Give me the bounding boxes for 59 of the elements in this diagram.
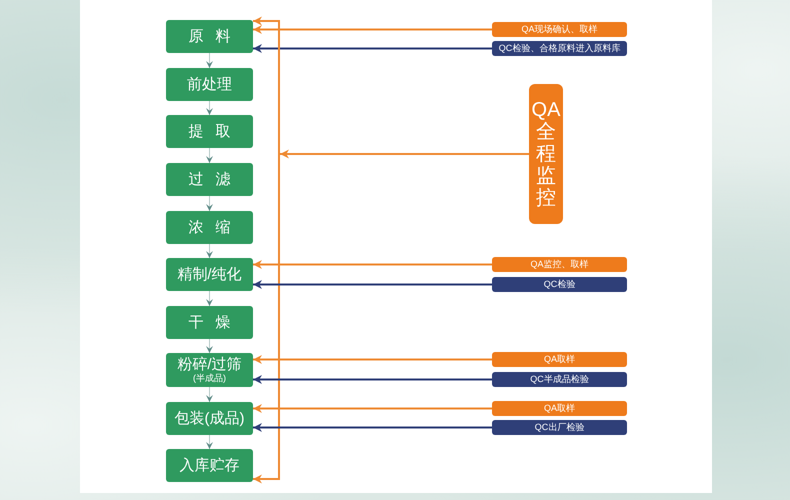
qa-note-box (492, 22, 627, 37)
chevron-arrow (206, 196, 213, 212)
sub-label: (半成品) (193, 374, 226, 384)
note-text: QC检验、合格原料进入原料库 (498, 44, 620, 54)
arrow (253, 404, 492, 413)
qc-note-box (492, 372, 627, 387)
chevron-arrow (206, 100, 213, 116)
step-label: 浓 缩 (188, 218, 230, 236)
step-label: 干 燥 (188, 314, 230, 332)
note-text: QC出厂检验 (534, 422, 584, 432)
step-label: 精制/纯化 (177, 266, 242, 284)
process-box (166, 20, 253, 53)
qc-note-box (492, 277, 627, 292)
arrow (253, 44, 492, 53)
step-label: 过 滤 (188, 170, 230, 188)
qa-note-box (492, 257, 627, 272)
step-label: 前处理 (187, 76, 232, 94)
arrow (253, 260, 492, 269)
vertical-label: QA全程监控 (530, 99, 562, 209)
chevron-arrow (206, 52, 213, 68)
chevron-arrow (206, 290, 213, 306)
chevron-arrow (206, 148, 213, 164)
process-box (166, 211, 253, 244)
step-label: 粉碎/过筛 (177, 356, 242, 374)
arrow (253, 375, 492, 384)
chevron-arrow (206, 338, 213, 354)
trunk-arrow (280, 150, 529, 158)
process-box (166, 163, 253, 196)
arrow (253, 16, 280, 154)
step-label: 包装(成品) (174, 410, 244, 428)
arrow (253, 25, 492, 34)
step-label: 原 料 (188, 28, 230, 46)
chevron-arrow (206, 244, 213, 258)
arrow (253, 423, 492, 432)
process-box (166, 258, 253, 291)
note-text: QA取样 (544, 404, 575, 414)
process-box (166, 68, 253, 101)
process-box (166, 115, 253, 148)
process-box (166, 402, 253, 435)
step-label: 提 取 (188, 122, 230, 140)
arrow (253, 280, 492, 289)
qa-note-box (492, 352, 627, 367)
chevron-arrow (206, 434, 213, 450)
arrow (253, 154, 280, 484)
qa-monitor-box (529, 84, 563, 224)
chevron-arrow (206, 386, 213, 402)
step-label: 入库贮存 (180, 456, 240, 474)
note-text: QA取样 (544, 354, 575, 364)
note-text: QA现场确认、取样 (521, 24, 598, 34)
process-box (166, 449, 253, 482)
process-box (166, 353, 253, 387)
note-text: QA监控、取样 (530, 260, 588, 270)
qa-note-box (492, 401, 627, 416)
qc-note-box (492, 41, 627, 56)
process-box (166, 306, 253, 339)
arrow (253, 355, 492, 364)
note-text: QC半成品检验 (530, 374, 589, 384)
note-text: QC检验 (544, 280, 576, 290)
qc-note-box (492, 420, 627, 435)
